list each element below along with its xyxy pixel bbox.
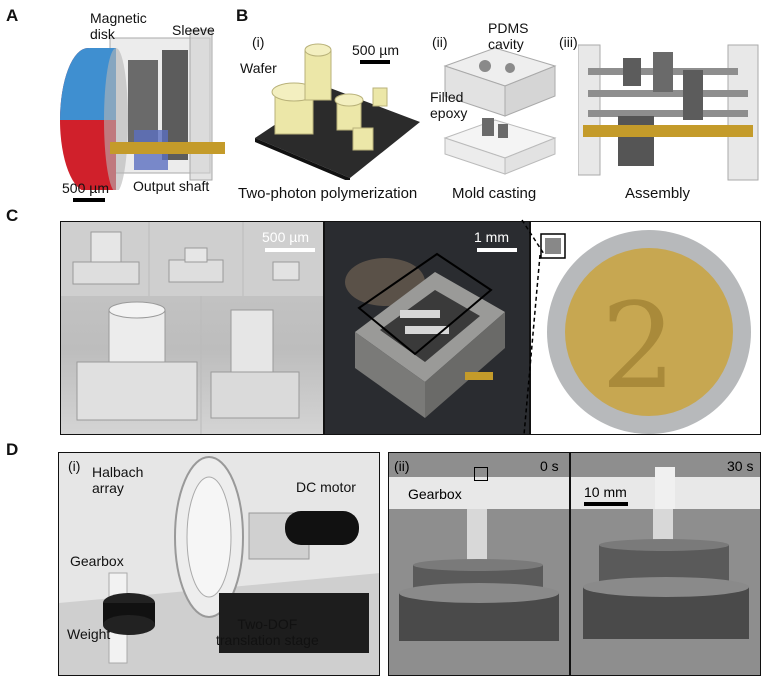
- sub-label-d-i: (i): [68, 458, 81, 474]
- label-dc-motor: DC motor: [296, 479, 356, 495]
- scale-label-c-left: 500 µm: [262, 229, 309, 245]
- scale-bar-c-left: [265, 248, 315, 252]
- scale-label-a: 500 µm: [62, 180, 109, 196]
- sub-label-d-ii: (ii): [394, 458, 410, 474]
- lift-photo-30s: [570, 452, 761, 676]
- gearbox-marker: [474, 467, 488, 481]
- label-output-shaft: Output shaft: [133, 178, 210, 194]
- label-magnetic-disk: Magnetic disk: [90, 10, 147, 42]
- scale-label-d: 10 mm: [584, 484, 627, 500]
- panel-letter-d: D: [6, 440, 19, 459]
- label-gearbox-ii: Gearbox: [408, 486, 462, 502]
- scale-bar-b: [360, 60, 390, 64]
- scale-bar-c-mid: [477, 248, 517, 252]
- label-sleeve: Sleeve: [172, 22, 215, 38]
- panel-letter-b: B: [236, 6, 249, 25]
- zoom-rectangle: [357, 252, 493, 356]
- wafer-render: [255, 43, 420, 180]
- label-wafer: Wafer: [240, 60, 277, 76]
- time-label-30s: 30 s: [727, 458, 754, 474]
- svg-text:2: 2: [601, 277, 676, 415]
- label-gearbox-i: Gearbox: [70, 553, 124, 569]
- gearbox-render: [60, 29, 225, 190]
- mold-render: [443, 47, 557, 175]
- setup-photo: [58, 452, 380, 676]
- time-label-0s: 0 s: [540, 458, 559, 474]
- label-translation-stage: Two-DOF translation stage: [216, 616, 319, 648]
- label-halbach-array: Halbach array: [92, 464, 144, 496]
- label-pdms-cavity: PDMS cavity: [488, 20, 529, 52]
- sub-label-b-ii: (ii): [432, 34, 448, 50]
- panel-letter-a: A: [6, 6, 19, 25]
- scale-bar-a: [73, 198, 105, 202]
- assembly-render: [578, 44, 759, 181]
- scale-label-b: 500 µm: [352, 42, 399, 58]
- zoom-line-top: [521, 219, 545, 255]
- label-weight: Weight: [67, 626, 111, 642]
- caption-tpp: Two-photon polymerization: [238, 185, 418, 202]
- panel-letter-c: C: [6, 206, 19, 225]
- caption-mold: Mold casting: [452, 185, 537, 202]
- scale-bar-d: [584, 502, 628, 506]
- label-filled-epoxy: Filled epoxy: [430, 89, 468, 121]
- lift-photo-0s: [388, 452, 570, 676]
- sub-label-b-iii: (iii): [559, 34, 578, 50]
- gearbox-photo: [324, 221, 530, 435]
- sem-gears-image: [60, 221, 324, 435]
- zoom-lines: [523, 255, 541, 435]
- sub-label-b-i: (i): [252, 34, 265, 50]
- scale-label-c-mid: 1 mm: [474, 229, 509, 245]
- coin-photo: 2: [530, 221, 761, 435]
- caption-assembly: Assembly: [625, 185, 691, 202]
